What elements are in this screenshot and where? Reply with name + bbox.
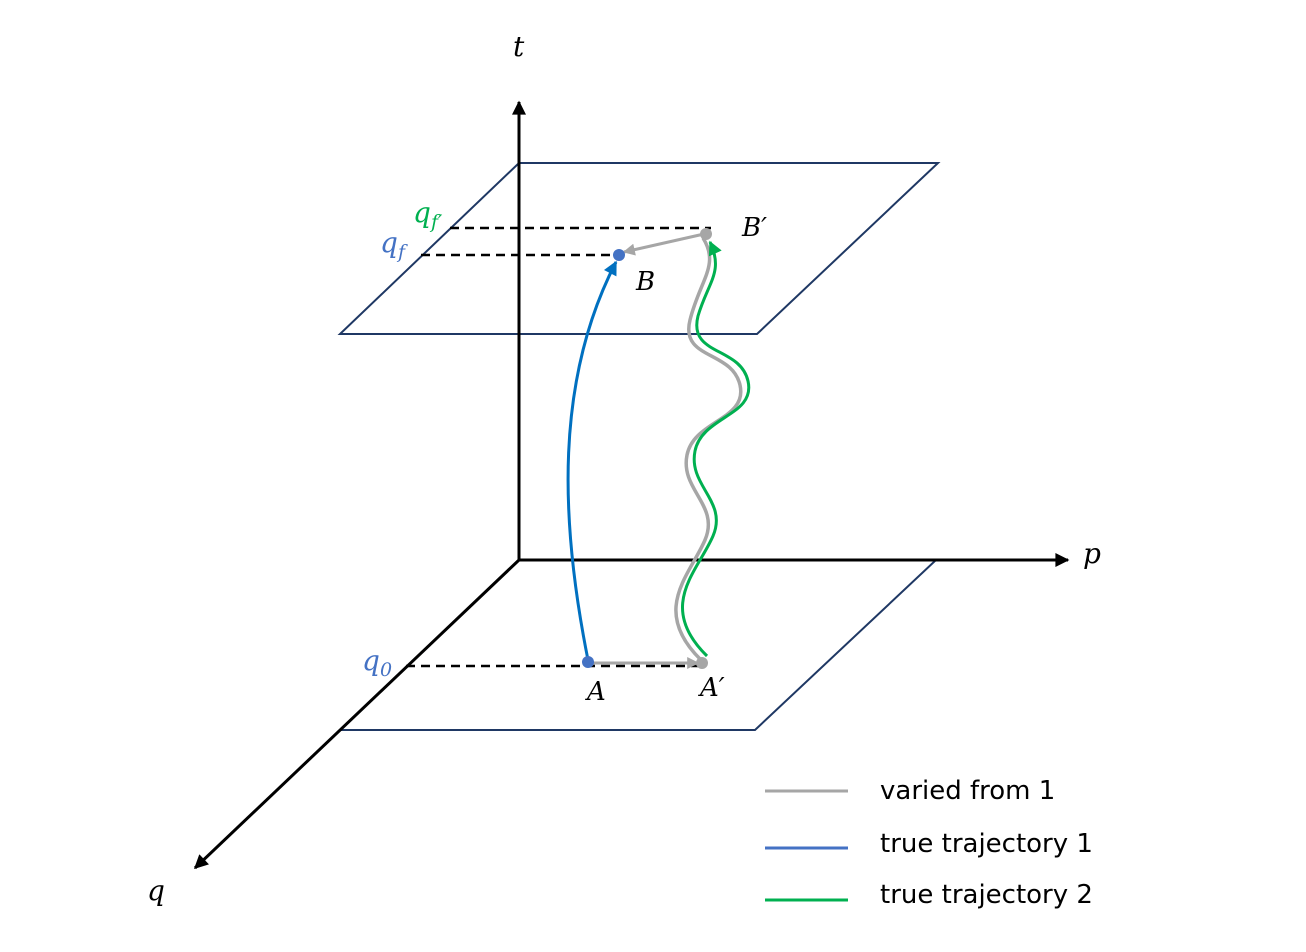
point-A-label: A (585, 677, 606, 707)
varied-path (674, 237, 743, 662)
legend: varied from 1 true trajectory 1 true tra… (765, 776, 1093, 910)
p-axis-label: p (1083, 537, 1101, 570)
q0-label: q0 (362, 644, 392, 681)
q-axis-label: q (147, 874, 165, 907)
point-A-marker (582, 656, 594, 668)
legend-label-varied: varied from 1 (880, 776, 1055, 806)
true-trajectory-1-path (566, 260, 618, 661)
q-axis (193, 558, 521, 870)
point-A-prime-label: A′ (698, 673, 725, 703)
point-B-prime-marker (700, 228, 712, 240)
legend-label-trajectory-1: true trajectory 1 (880, 829, 1093, 859)
legend-label-trajectory-2: true trajectory 2 (880, 880, 1093, 910)
point-B-prime-label: B′ (741, 213, 767, 243)
variation-arrow-end (622, 232, 705, 256)
point-A-prime-marker (696, 657, 708, 669)
top-plane (337, 162, 941, 335)
true-trajectory-2-path (681, 240, 751, 658)
qf-label: qf (380, 226, 408, 263)
point-B-label: B (635, 267, 655, 297)
t-axis-label: t (513, 30, 525, 63)
point-B-marker (613, 249, 625, 261)
qf-prime-label: qf′ (413, 196, 443, 233)
